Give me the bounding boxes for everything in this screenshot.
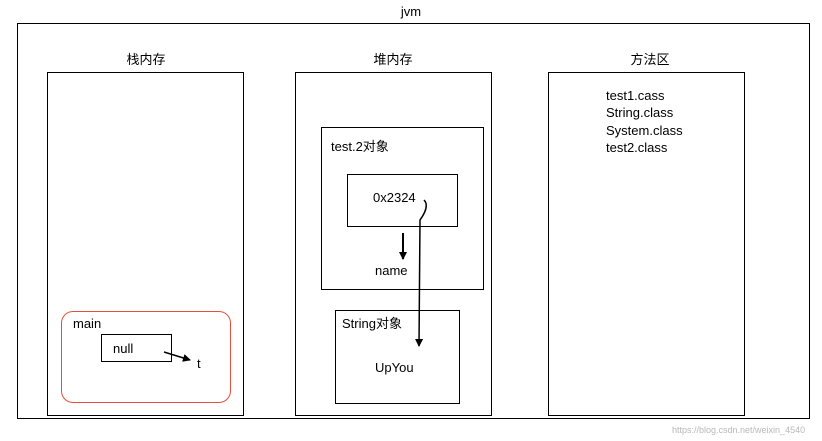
null-cell bbox=[101, 334, 172, 362]
watermark-text: https://blog.csdn.net/weixin_4540 bbox=[672, 425, 806, 435]
class-item-test2: test2.class bbox=[606, 140, 668, 155]
heap-memory-box bbox=[295, 72, 492, 416]
class-item-system: System.class bbox=[606, 123, 683, 138]
name-field-label: name bbox=[375, 263, 408, 278]
reference-cell bbox=[347, 174, 458, 227]
main-frame bbox=[61, 311, 231, 403]
stack-title: 栈内存 bbox=[126, 52, 166, 67]
string-object-box bbox=[335, 310, 460, 404]
main-frame-label: main bbox=[73, 316, 102, 331]
test2-object-box bbox=[321, 127, 484, 290]
class-item-string: String.class bbox=[606, 105, 674, 120]
method-area-box bbox=[548, 72, 745, 416]
method-area-title: 方法区 bbox=[630, 52, 670, 67]
null-cell-value: null bbox=[113, 341, 134, 356]
variable-t-label: t bbox=[197, 356, 201, 371]
jvm-title: jvm bbox=[400, 4, 422, 19]
jvm-container bbox=[17, 23, 810, 419]
test2-object-label: test.2对象 bbox=[331, 139, 389, 154]
stack-memory-box bbox=[47, 72, 244, 416]
string-object-label: String对象 bbox=[342, 316, 402, 331]
heap-title: 堆内存 bbox=[373, 52, 413, 67]
class-item-test1: test1.cass bbox=[606, 88, 665, 103]
string-value: UpYou bbox=[375, 360, 414, 375]
reference-value: 0x2324 bbox=[373, 190, 416, 205]
